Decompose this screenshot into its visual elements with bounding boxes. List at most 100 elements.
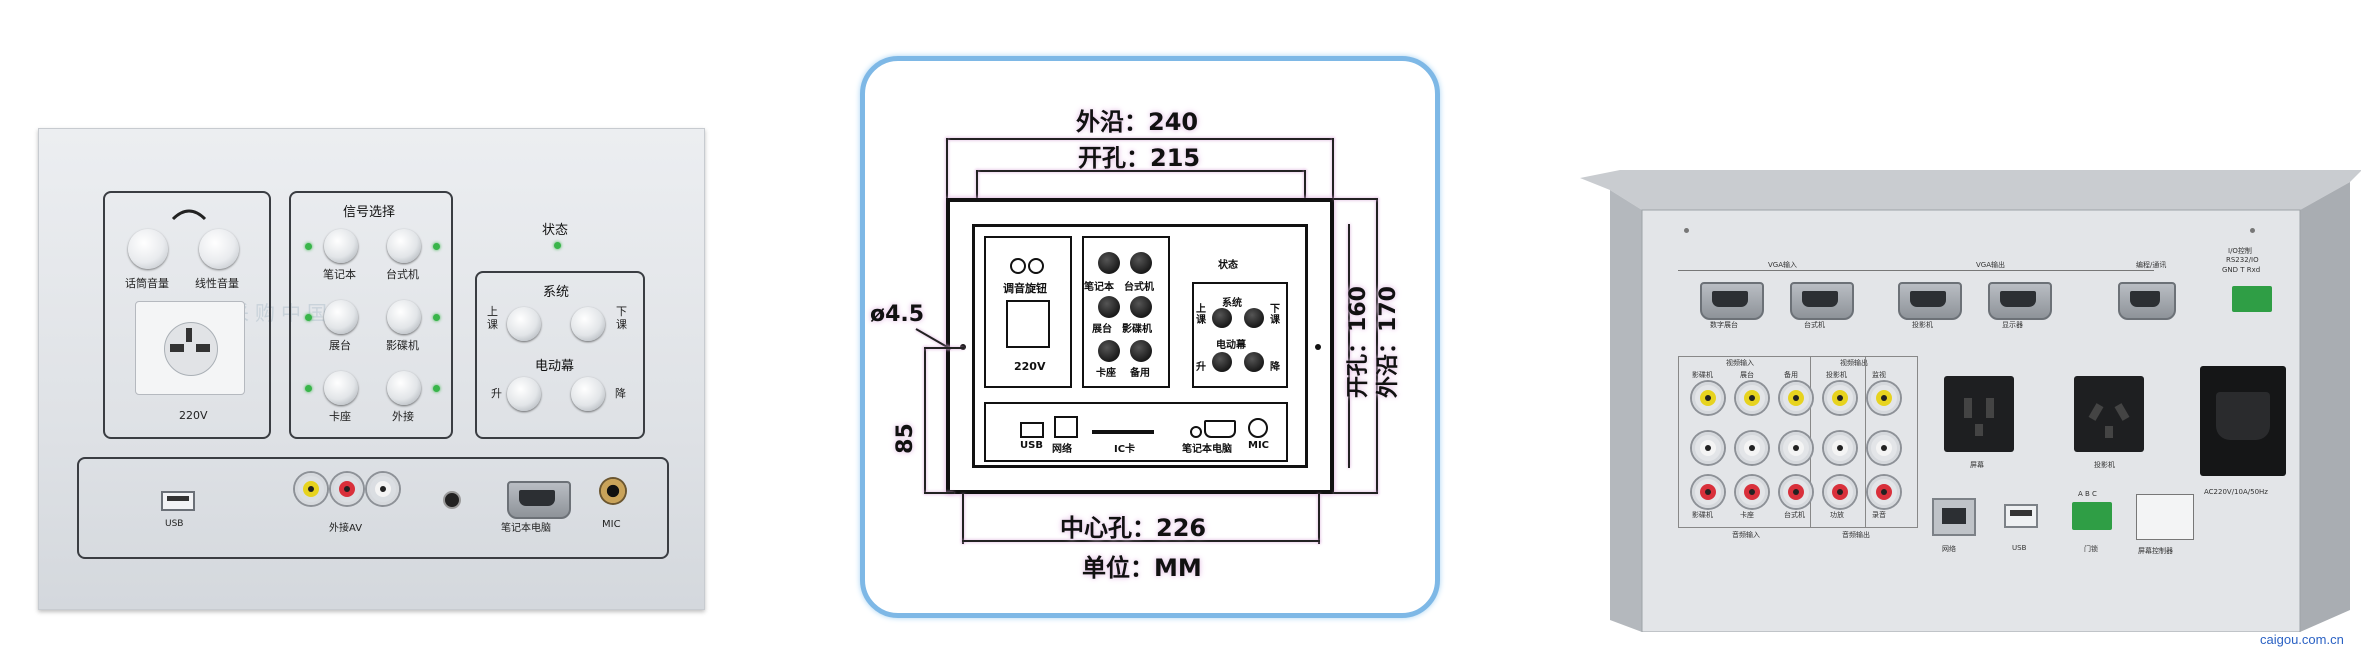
cutout-dim: 开孔：215 [1078,144,1201,172]
screen-controller-diagram [2136,494,2194,540]
rca-audio-r-3[interactable] [1780,476,1812,508]
button-icon [1098,296,1120,318]
dim-line [962,540,1320,542]
system-cell [1192,282,1288,388]
door-lock-terminal[interactable] [2072,502,2112,530]
knob-socket-cell [984,236,1072,388]
audio-3.5mm-jack[interactable] [443,491,461,509]
power-inlet[interactable] [2200,366,2286,476]
screen-outlet[interactable] [1944,376,2014,452]
rca-audio-r-4[interactable] [1824,476,1856,508]
screen-rise-button[interactable] [507,377,541,411]
rca-label: 监视 [1872,371,1886,379]
mic-icon [1248,418,1268,438]
vga-out-label: VGA输出 [1976,261,2006,269]
vga-out-projector-port[interactable] [1898,282,1962,320]
screen-rise-label: 升 [491,387,502,400]
status-label: 状态 [542,223,569,238]
mic-volume-knob[interactable] [128,229,168,269]
rca-audio-l-2[interactable] [1736,432,1768,464]
usb-port[interactable] [2004,504,2038,528]
serial-port[interactable] [2118,282,2176,320]
dimension-diagram-frame [860,56,1440,618]
dim-line [946,138,948,198]
led-indicator [433,314,440,321]
rca-group-box [1678,356,1866,528]
vga-in-desktop-port[interactable] [1790,282,1854,320]
usb-label: USB [1020,440,1043,451]
av-audio-right-jack[interactable] [367,473,399,505]
dim-line [1334,198,1378,200]
rca-video-in-2[interactable] [1736,382,1768,414]
class-end-button[interactable] [571,307,605,341]
signal-btn-notebook[interactable] [324,229,358,263]
class-start-label: 上 课 [487,305,498,331]
signal-btn-booth[interactable] [324,300,358,334]
rca-audio-r-5[interactable] [1868,476,1900,508]
projector-outlet-label: 投影机 [2094,461,2115,469]
signal-label-booth: 展台 [329,339,351,352]
button-icon [1098,252,1120,274]
rca-audio-l-1[interactable] [1692,432,1724,464]
ic-card-label: IC卡 [1114,444,1136,455]
led-indicator [305,314,312,321]
socket-voltage-label: 220V [179,409,208,422]
rca-video-in-3[interactable] [1780,382,1812,414]
led-indicator [305,243,312,250]
mic-jack[interactable] [599,477,627,505]
screen-fall-button[interactable] [571,377,605,411]
port-label: 台式机 [1804,321,1825,329]
laptop-vga-port[interactable] [507,481,571,519]
vga-in-booth-port[interactable] [1700,282,1764,320]
rca-video-in-1[interactable] [1692,382,1724,414]
divider [1678,270,1954,271]
network-port[interactable] [1932,498,1976,536]
usb-port[interactable] [161,491,195,511]
line-volume-label: 线性音量 [195,277,239,290]
rca-label: 影碟机 [1692,511,1713,519]
screen-label: 电动幕 [1216,340,1246,351]
io-sub-label: RS232/IO [2226,256,2259,264]
rca-video-out-1[interactable] [1824,382,1856,414]
signal-btn-external[interactable] [387,371,421,405]
signal-btn-deck[interactable] [324,371,358,405]
io-terminal-block[interactable] [2232,286,2272,312]
divider [1954,270,2154,271]
button-icon [1212,308,1232,328]
line-volume-knob[interactable] [199,229,239,269]
dim-line [924,492,954,494]
projector-outlet[interactable] [2074,376,2144,452]
rca-video-out-2[interactable] [1868,382,1900,414]
io-label: I/O控制 [2228,247,2252,255]
class-start-button[interactable] [507,307,541,341]
rca-audio-l-4[interactable] [1824,432,1856,464]
mic-label: MIC [602,519,621,530]
vga-out-monitor-port[interactable] [1988,282,2052,320]
audio-in-label: 音频输入 [1732,531,1760,539]
height-85-dim: 85 [892,423,918,454]
usb-icon [1020,422,1044,438]
button-icon [1130,252,1152,274]
rca-audio-r-1[interactable] [1692,476,1724,508]
signal-btn-desktop[interactable] [387,229,421,263]
screen-controller-label: 屏幕控制器 [2138,547,2173,555]
button-icon [1244,352,1264,372]
audio-out-label: 音频输出 [1842,531,1870,539]
rca-audio-r-2[interactable] [1736,476,1768,508]
dim-line [1334,492,1378,494]
signal-btn-dvd[interactable] [387,300,421,334]
rca-label: 台式机 [1784,511,1805,519]
dim-line [1318,494,1320,544]
rca-label: 功放 [1830,511,1844,519]
rca-audio-l-3[interactable] [1780,432,1812,464]
rca-label: 录音 [1872,511,1886,519]
av-video-jack[interactable] [295,473,327,505]
av-audio-left-jack[interactable] [331,473,363,505]
socket-voltage: 220V [1014,360,1046,373]
rca-audio-l-5[interactable] [1868,432,1900,464]
btn-label-notebook: 笔记本 [1084,282,1114,293]
dimension-diagram: 外沿：240 开孔：215 ø4.5 85 开孔：160 外沿：170 调音旋钮… [860,56,1440,618]
usb-label: USB [2012,544,2027,552]
signal-label-notebook: 笔记本 [323,268,356,281]
rise-label: 升 [1196,362,1206,373]
